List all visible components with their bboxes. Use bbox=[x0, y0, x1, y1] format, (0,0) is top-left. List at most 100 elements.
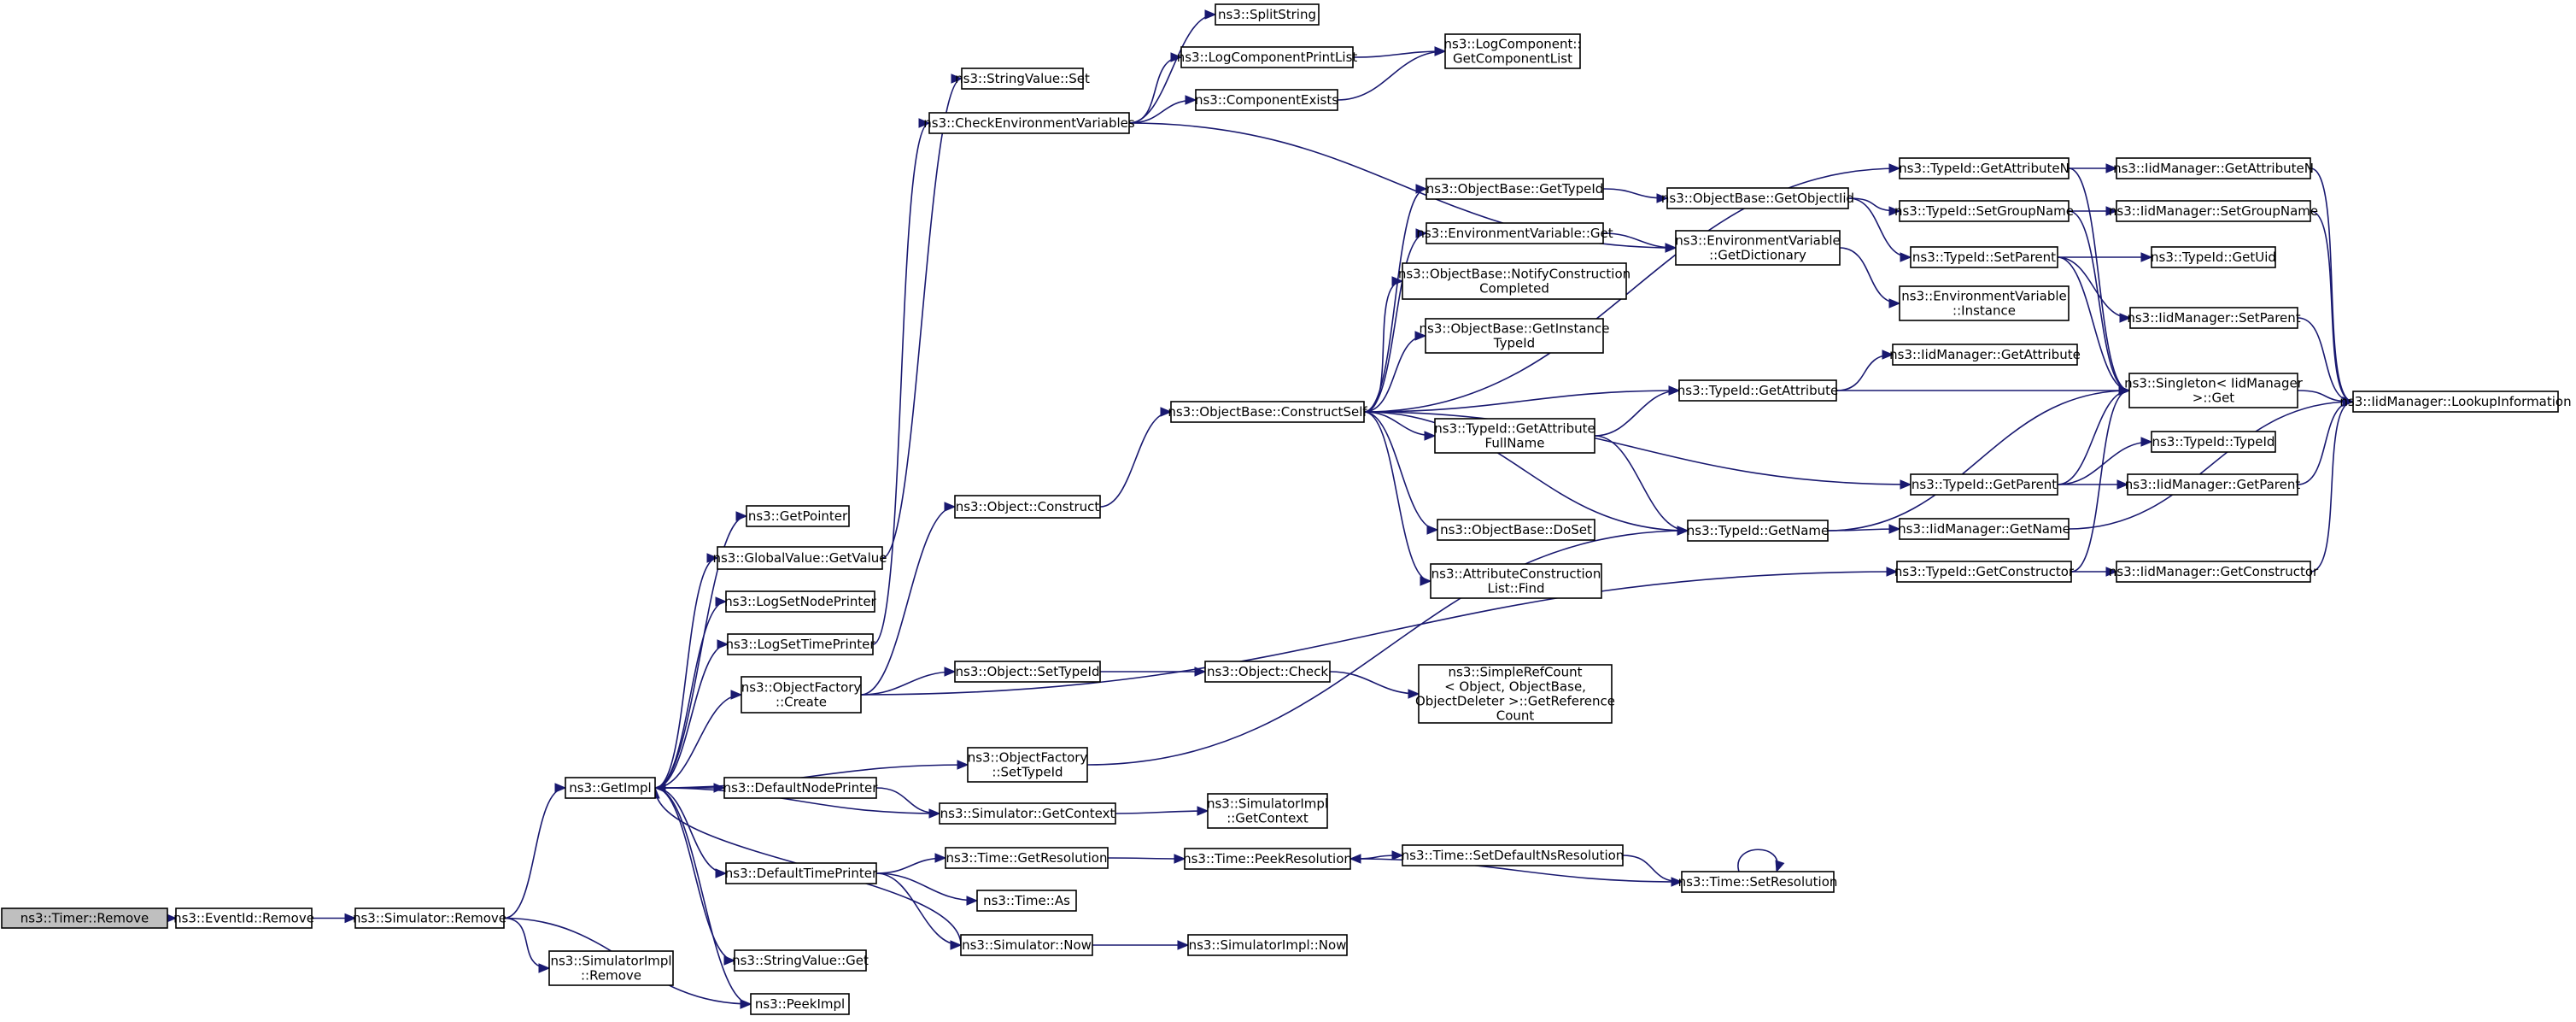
edge-arrowhead bbox=[1415, 228, 1428, 238]
node-iidmanager-getattribute[interactable]: ns3::IidManager::GetAttribute bbox=[1889, 344, 2081, 366]
node-objectfactory-settypeid[interactable]: ns3::ObjectFactory::SetTypeId bbox=[967, 747, 1088, 783]
node-box bbox=[1170, 401, 1365, 423]
edge-objectfactory_create-to-object_construct bbox=[860, 502, 957, 696]
node-box bbox=[1896, 561, 2072, 583]
edge-objectfactory_settypeid-to-typeid_getname bbox=[1086, 526, 1689, 766]
node-box bbox=[725, 590, 875, 613]
edge-line bbox=[1329, 671, 1420, 695]
node-label: ns3::TypeId::GetAttribute bbox=[1434, 420, 1595, 436]
node-componentexists[interactable]: ns3::ComponentExists bbox=[1195, 89, 1338, 111]
node-box bbox=[1418, 664, 1613, 724]
edge-line bbox=[875, 872, 978, 902]
node-logcomponentprintlist[interactable]: ns3::LogComponentPrintList bbox=[1177, 46, 1358, 68]
node-object-construct[interactable]: ns3::Object::Construct bbox=[954, 495, 1101, 519]
node-peekimpl[interactable]: ns3::PeekImpl bbox=[750, 993, 850, 1015]
node-checkenv[interactable]: ns3::CheckEnvironmentVariables bbox=[923, 112, 1135, 134]
node-simulator-getcontext[interactable]: ns3::Simulator::GetContext bbox=[939, 802, 1116, 825]
node-stringvalue-get[interactable]: ns3::StringValue::Get bbox=[732, 949, 869, 972]
node-box bbox=[1437, 519, 1595, 541]
node-box bbox=[976, 890, 1077, 912]
node-objectbase-notifyconstructioncompleted[interactable]: ns3::ObjectBase::NotifyConstructionCompl… bbox=[1398, 262, 1630, 300]
node-logsettimeprinter[interactable]: ns3::LogSetTimePrinter bbox=[725, 633, 875, 655]
node-label: ns3::LogComponentPrintList bbox=[1177, 50, 1358, 65]
node-time-getresolution[interactable]: ns3::Time::GetResolution bbox=[945, 847, 1109, 869]
edge-arrowhead bbox=[966, 896, 979, 906]
node-time-as[interactable]: ns3::Time::As bbox=[976, 890, 1077, 912]
node-defaultnodeprinter[interactable]: ns3::DefaultNodePrinter bbox=[723, 777, 879, 799]
node-label: ns3::StringValue::Set bbox=[955, 71, 1090, 86]
node-iidmanager-lookupinformation[interactable]: ns3::IidManager::LookupInformation bbox=[2339, 391, 2572, 413]
node-object-check[interactable]: ns3::Object::Check bbox=[1204, 661, 1331, 683]
edge-line bbox=[860, 506, 956, 696]
node-typeid-getattributen[interactable]: ns3::TypeId::GetAttributeN bbox=[1899, 157, 2070, 179]
node-typeid-getname[interactable]: ns3::TypeId::GetName bbox=[1687, 520, 1829, 542]
node-envvar-get[interactable]: ns3::EnvironmentVariable::Get bbox=[1416, 222, 1613, 244]
node-defaulttimeprinter[interactable]: ns3::DefaultTimePrinter bbox=[725, 862, 878, 884]
node-typeid-getuid[interactable]: ns3::TypeId::GetUid bbox=[2151, 246, 2276, 268]
edge-defaulttimeprinter-to-time_as bbox=[875, 872, 979, 906]
node-time-setresolution[interactable]: ns3::Time::SetResolution bbox=[1678, 871, 1838, 893]
node-iidmanager-getname[interactable]: ns3::IidManager::GetName bbox=[1898, 518, 2070, 540]
node-objectfactory-create[interactable]: ns3::ObjectFactory::Create bbox=[741, 676, 862, 714]
node-splitstring[interactable]: ns3::SplitString bbox=[1215, 3, 1320, 26]
node-simplerefcount[interactable]: ns3::SimpleRefCount< Object, ObjectBase,… bbox=[1415, 664, 1615, 724]
node-label: ns3::EnvironmentVariable bbox=[1901, 288, 2066, 303]
edge-objectfactory_create-to-typeid_getconstructor bbox=[860, 567, 1899, 696]
node-box bbox=[960, 934, 1093, 956]
node-simulator-remove[interactable]: ns3::Simulator::Remove bbox=[353, 907, 506, 929]
node-globalvalue-getvalue[interactable]: ns3::GlobalValue::GetValue bbox=[712, 546, 887, 570]
node-timer-remove[interactable]: ns3::Timer::Remove bbox=[1, 907, 168, 929]
edge-arrowhead bbox=[2140, 252, 2153, 262]
node-simimpl-getcontext[interactable]: ns3::SimulatorImpl::GetContext bbox=[1207, 793, 1328, 829]
edge-line bbox=[1602, 232, 1677, 249]
node-box bbox=[2151, 246, 2276, 268]
node-simulator-now[interactable]: ns3::Simulator::Now bbox=[960, 934, 1093, 956]
node-iidmanager-getconstructor[interactable]: ns3::IidManager::GetConstructor bbox=[2109, 561, 2319, 583]
node-logsetnodeprinter[interactable]: ns3::LogSetNodePrinter bbox=[724, 590, 877, 613]
node-time-peekresolution[interactable]: ns3::Time::PeekResolution bbox=[1183, 848, 1352, 870]
node-box bbox=[1899, 518, 2070, 540]
node-objectbase-doset[interactable]: ns3::ObjectBase::DoSet bbox=[1437, 519, 1595, 541]
node-time-setdefaultnsresolution[interactable]: ns3::Time::SetDefaultNsResolution bbox=[1402, 844, 1625, 866]
node-objectbase-getobjectiid[interactable]: ns3::ObjectBase::GetObjectIid bbox=[1661, 187, 1854, 209]
edge-line bbox=[2057, 390, 2130, 485]
node-label: ns3::IidManager::GetParent bbox=[2125, 477, 2301, 492]
node-typeid-getparent[interactable]: ns3::TypeId::GetParent bbox=[1910, 473, 2058, 496]
node-simimpl-now[interactable]: ns3::SimulatorImpl::Now bbox=[1187, 934, 1348, 956]
node-box bbox=[1666, 187, 1849, 209]
node-envvar-getdictionary[interactable]: ns3::EnvironmentVariable::GetDictionary bbox=[1675, 230, 1841, 266]
node-objectbase-gettypeid[interactable]: ns3::ObjectBase::GetTypeId bbox=[1426, 178, 1604, 200]
node-simimpl-remove[interactable]: ns3::SimulatorImpl::Remove bbox=[548, 950, 674, 986]
node-typeid-getconstructor[interactable]: ns3::TypeId::GetConstructor bbox=[1894, 561, 2075, 583]
node-typeid-setparent[interactable]: ns3::TypeId::SetParent bbox=[1910, 246, 2058, 268]
node-logcomponent-getcomponentlist[interactable]: ns3::LogComponent::GetComponentList bbox=[1444, 33, 1582, 69]
node-iidmanager-getparent[interactable]: ns3::IidManager::GetParent bbox=[2125, 473, 2301, 496]
node-label: ns3::TypeId::TypeId bbox=[2152, 434, 2275, 449]
node-box bbox=[1195, 89, 1338, 111]
edge-arrowhead bbox=[1886, 567, 1899, 577]
node-iidmanager-setparent[interactable]: ns3::IidManager::SetParent bbox=[2127, 307, 2301, 329]
node-typeid-typeid[interactable]: ns3::TypeId::TypeId bbox=[2151, 431, 2276, 453]
edge-line bbox=[1827, 390, 2130, 532]
node-eventid-remove[interactable]: ns3::EventId::Remove bbox=[173, 907, 314, 929]
node-stringvalue-set[interactable]: ns3::StringValue::Set bbox=[955, 68, 1090, 90]
node-objectbase-constructself[interactable]: ns3::ObjectBase::ConstructSelf bbox=[1168, 401, 1367, 423]
node-iidmanager-setgroupname[interactable]: ns3::IidManager::SetGroupName bbox=[2109, 200, 2318, 222]
node-singleton-get[interactable]: ns3::Singleton< IidManager >::Get bbox=[2124, 373, 2304, 408]
node-label: ::Create bbox=[776, 694, 827, 709]
edge-arrowhead bbox=[1882, 349, 1894, 360]
node-typeid-setgroupname[interactable]: ns3::TypeId::SetGroupName bbox=[1894, 200, 2074, 222]
node-iidmanager-getattributen[interactable]: ns3::IidManager::GetAttributeN bbox=[2113, 157, 2314, 179]
edge-arrowhead bbox=[1415, 184, 1428, 194]
edge-line bbox=[2310, 210, 2354, 402]
node-object-settypeid[interactable]: ns3::Object::SetTypeId bbox=[954, 661, 1101, 683]
node-typeid-getattribute[interactable]: ns3::TypeId::GetAttribute bbox=[1677, 379, 1838, 402]
node-getimpl[interactable]: ns3::GetImpl bbox=[565, 777, 656, 799]
node-envvar-instance[interactable]: ns3::EnvironmentVariable::Instance bbox=[1899, 285, 2070, 321]
node-getpointer[interactable]: ns3::GetPointer bbox=[746, 505, 850, 527]
edge-envvar_get-to-envvar_getdictionary bbox=[1602, 232, 1677, 253]
